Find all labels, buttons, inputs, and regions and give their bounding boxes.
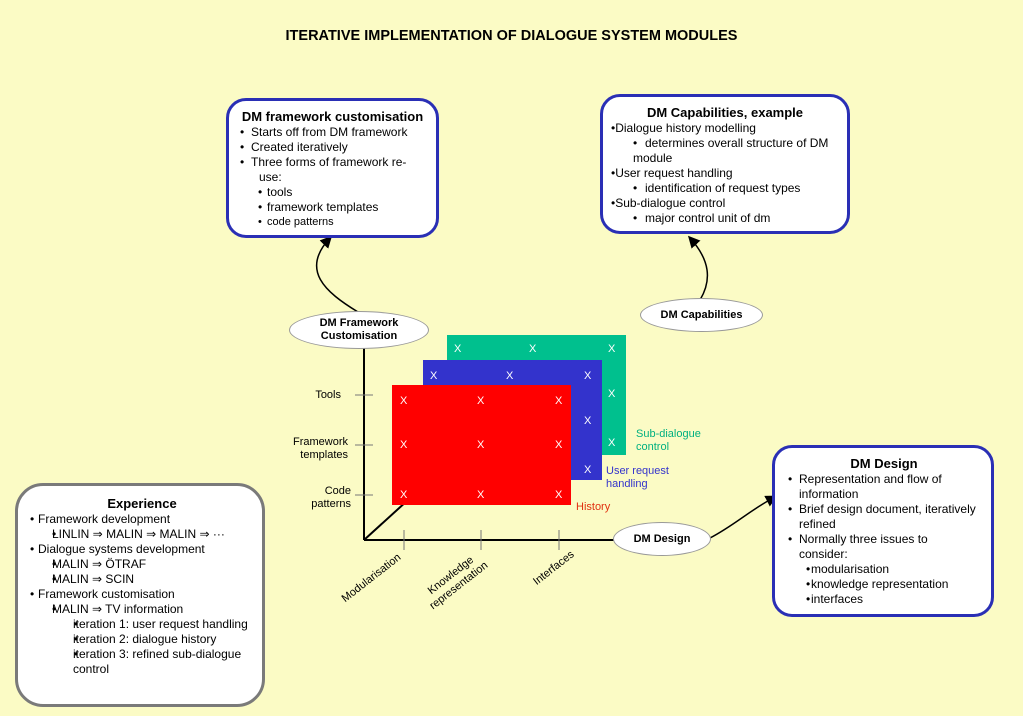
x-mark: X [584, 415, 592, 427]
x-mark: X [555, 489, 563, 501]
list-item: major control unit of dm [611, 211, 839, 226]
list-item: iteration 3: refined sub-dialogue [30, 647, 254, 662]
framework-customisation-box: DM framework customisation Starts off fr… [226, 98, 439, 238]
layer-label-history: History [576, 501, 611, 513]
y-label-tools: Tools [315, 389, 341, 401]
list-item: Dialogue systems development [30, 542, 254, 557]
list-item: determines overall structure of DM [611, 136, 839, 151]
list-item: refined [799, 517, 836, 531]
list-item: •Sub-dialogue control [611, 196, 726, 210]
x-mark: X [430, 370, 438, 382]
list-item: module [633, 151, 673, 165]
list-item: iteration 2: dialogue history [30, 632, 254, 647]
list-item: Framework customisation [30, 587, 254, 602]
list-item: tools [237, 185, 428, 200]
list-item: consider: [799, 547, 848, 561]
x-mark: X [608, 388, 616, 400]
list-item: MALIN ⇒ SCIN [30, 572, 254, 587]
list-item: information [799, 487, 859, 501]
x-mark: X [608, 343, 616, 355]
list-item: LINLIN ⇒ MALIN ⇒ MALIN ⇒ ··· [30, 527, 254, 542]
x-mark: X [529, 343, 537, 355]
x-mark: X [400, 395, 408, 407]
list-item: modularisation [785, 562, 983, 577]
list-item: Representation and flow of [785, 472, 983, 487]
arrow-to-design-box [709, 495, 778, 539]
x-mark: X [584, 370, 592, 382]
arrow-to-framework-box [316, 235, 359, 313]
x-mark: X [477, 395, 485, 407]
x-mark: X [477, 439, 485, 451]
list-item: Brief design document, iteratively [785, 502, 983, 517]
dm-design-box: DM Design Representation and flow of inf… [772, 445, 994, 617]
experience-box-heading: Experience [107, 496, 177, 511]
page-title: ITERATIVE IMPLEMENTATION OF DIALOGUE SYS… [285, 28, 738, 44]
x-mark: X [506, 370, 514, 382]
x-mark: X [477, 489, 485, 501]
list-item: interfaces [785, 592, 983, 607]
list-item: control [73, 662, 110, 676]
list-item: knowledge representation [785, 577, 983, 592]
framework-box-heading: DM framework customisation [241, 109, 424, 124]
design-box-heading: DM Design [850, 456, 918, 471]
list-item: Created iteratively [237, 140, 428, 155]
x-mark: X [584, 464, 592, 476]
list-item: Three forms of framework re- [237, 155, 428, 170]
list-item: code patterns [237, 215, 428, 230]
list-item: use: [259, 170, 282, 184]
x-mark: X [400, 489, 408, 501]
x-mark: X [608, 437, 616, 449]
list-item: •User request handling [611, 166, 733, 180]
list-item: Framework development [30, 512, 254, 527]
ellipse-dm-design: DM Design [613, 522, 711, 556]
list-item: identification of request types [611, 181, 839, 196]
capabilities-box-heading: DM Capabilities, example [646, 105, 804, 120]
x-mark: X [555, 439, 563, 451]
capabilities-box: DM Capabilities, example •Dialogue histo… [600, 94, 850, 234]
x-mark: X [454, 343, 462, 355]
list-item: •Dialogue history modelling [611, 121, 756, 135]
x-mark: X [400, 439, 408, 451]
ellipse-dm-capabilities: DM Capabilities [640, 298, 763, 332]
layer-history [392, 385, 571, 505]
experience-box: Experience Framework development LINLIN … [15, 483, 265, 707]
list-item: MALIN ⇒ TV information [30, 602, 254, 617]
list-item: iteration 1: user request handling [30, 617, 254, 632]
list-item: Normally three issues to [785, 532, 983, 547]
x-mark: X [555, 395, 563, 407]
list-item: framework templates [237, 200, 428, 215]
list-item: MALIN ⇒ ÖTRAF [30, 557, 254, 572]
list-item: Starts off from DM framework [237, 125, 428, 140]
arrow-to-capabilities-box [687, 235, 709, 301]
